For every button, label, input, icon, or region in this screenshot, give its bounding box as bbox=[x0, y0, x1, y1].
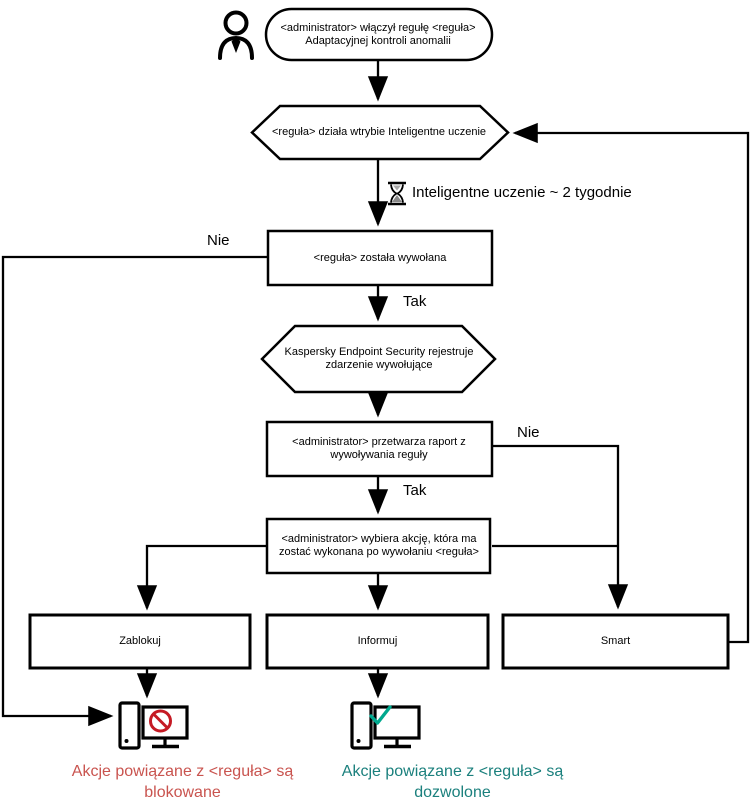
edge-choose-to-block bbox=[136, 544, 267, 611]
checkmark-icon bbox=[369, 705, 392, 725]
edge-report-no-to-smart bbox=[492, 444, 629, 610]
node-report-label: <administrator> przetwarza raport z wywo… bbox=[292, 436, 466, 461]
computer-allowed-icon bbox=[350, 701, 421, 750]
node-mode-label: <reguła> działa wtrybie Inteligentne ucz… bbox=[271, 126, 487, 138]
connector-lines bbox=[1, 61, 750, 727]
caption-blocked-line1: Akcje powiązane z <reguła> są bbox=[71, 763, 294, 780]
node-inform-label: Informuj bbox=[357, 635, 398, 647]
caption-allowed-line2: dozwolone bbox=[414, 784, 491, 801]
node-block-shape bbox=[28, 613, 252, 670]
edge-label-tak-top: Tak bbox=[403, 293, 427, 310]
caption-actions-blocked: Akcje powiązane z <reguła> są blokowane bbox=[30, 761, 335, 803]
node-choose-shape bbox=[265, 517, 492, 575]
caption-allowed-line1: Akcje powiązane z <reguła> są bbox=[341, 763, 564, 780]
edge-smart-loop-to-mode bbox=[512, 122, 750, 644]
node-start-label: <administrator> włączył regułę <reguła> … bbox=[280, 22, 476, 47]
node-registers-label: Kaspersky Endpoint Security rejestruje z… bbox=[284, 346, 474, 371]
node-smart-label: Smart bbox=[600, 635, 631, 647]
edge-label-nie-right: Nie bbox=[517, 424, 540, 441]
node-triggered-label: <reguła> została wywołana bbox=[313, 251, 447, 264]
node-block-label: Zablokuj bbox=[119, 635, 161, 647]
node-report-shape bbox=[265, 420, 494, 478]
node-registers-shape bbox=[260, 324, 497, 394]
node-choose-label: <administrator> wybiera akcję, która ma … bbox=[279, 533, 479, 558]
computer-blocked-icon bbox=[118, 701, 189, 750]
edge-label-nie-left: Nie bbox=[207, 232, 230, 249]
caption-actions-allowed: Akcje powiązane z <reguła> są dozwolone bbox=[300, 761, 605, 803]
node-start-shape bbox=[264, 7, 494, 62]
hourglass-icon bbox=[388, 181, 406, 206]
node-inform-shape bbox=[265, 613, 490, 670]
node-smart-shape bbox=[501, 613, 730, 670]
person-icon bbox=[218, 10, 254, 60]
node-triggered-shape bbox=[266, 229, 494, 287]
prohibition-icon bbox=[149, 709, 172, 733]
caption-blocked-line2: blokowane bbox=[144, 784, 221, 801]
node-mode-shape bbox=[250, 104, 510, 161]
edge-triggered-no-to-blocked-pc bbox=[1, 255, 268, 727]
edge-label-tak-bottom: Tak bbox=[403, 482, 427, 499]
learning-duration-note: Inteligentne uczenie ~ 2 tygodnie bbox=[412, 184, 632, 201]
